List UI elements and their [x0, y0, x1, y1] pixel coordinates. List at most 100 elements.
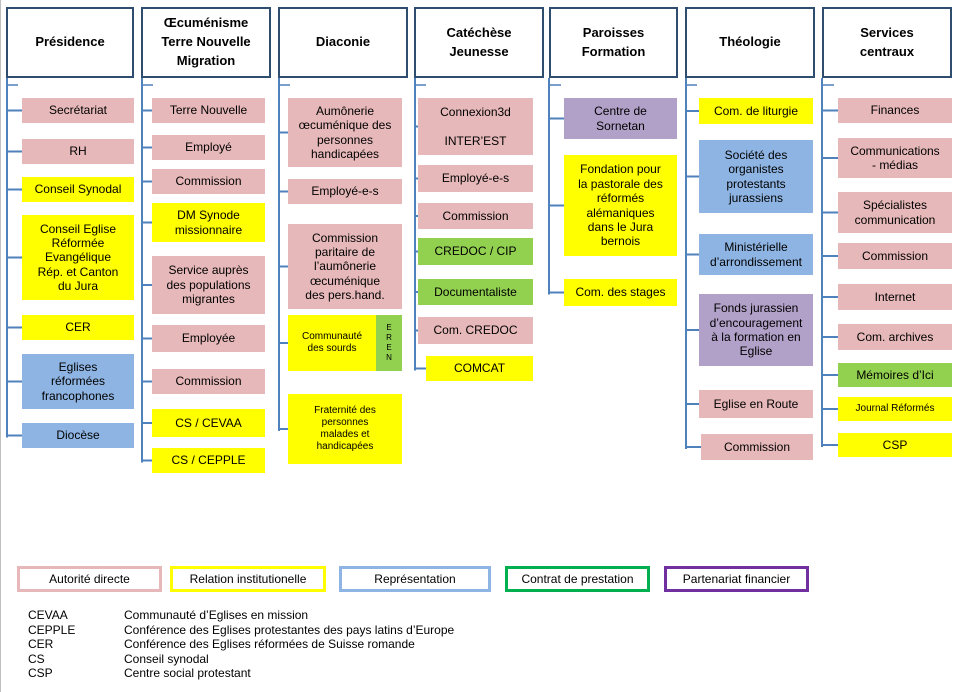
org-unit-box: Finances: [838, 98, 952, 123]
department-header: Paroisses Formation: [549, 7, 678, 78]
org-unit-box: Société des organistes protestants juras…: [699, 140, 813, 213]
org-unit-label: Communications - médias: [850, 143, 940, 172]
org-unit-label: Com. archives: [856, 329, 934, 344]
org-unit-box: Employé: [152, 135, 265, 160]
department-header: Catéchèse Jeunesse: [414, 7, 544, 78]
org-unit-label: CS / CEPPLE: [171, 453, 246, 468]
org-unit-box: CSP: [838, 433, 952, 457]
org-unit-label: Com. CREDOC: [433, 323, 518, 338]
abbreviation-row: CEVAA Communauté d’Eglises en mission: [28, 608, 454, 623]
org-unit-label: Com. de liturgie: [713, 103, 799, 118]
org-unit-box: Documentaliste: [418, 279, 533, 305]
abbreviation-row: CER Conférence des Eglises réformées de …: [28, 637, 454, 652]
org-unit-box: Employé-e-s: [418, 165, 533, 192]
legend-label: Relation institutionelle: [189, 572, 307, 586]
org-unit-box: Centre de Sornetan: [564, 98, 677, 139]
org-unit-label: Aumônerie œcuménique des personnes handi…: [298, 103, 392, 161]
department-title: Services centraux: [859, 24, 915, 59]
legend-item: Représentation: [339, 566, 491, 592]
org-unit-box: Com. de liturgie: [699, 98, 813, 124]
org-unit-label: CER: [65, 320, 91, 335]
legend-item: Autorité directe: [17, 566, 162, 592]
org-unit-label: Finances: [870, 103, 920, 118]
org-unit-box: Eglise en Route: [699, 390, 813, 418]
org-unit-label: Com. des stages: [575, 285, 666, 300]
org-unit-box: Spécialistes communication: [838, 192, 952, 233]
org-unit-box: Connexion3d INTER’EST: [418, 98, 533, 155]
org-unit-label: Employé-e-s: [311, 184, 379, 199]
side-label-letter: R: [386, 333, 392, 342]
org-unit-box: Com. CREDOC: [418, 317, 533, 344]
abbreviation-row: CSP Centre social protestant: [28, 666, 454, 681]
org-unit-box: Communications - médias: [838, 138, 952, 178]
org-unit-label: Commission: [175, 174, 242, 189]
legend-item: Partenariat financier: [664, 566, 809, 592]
org-unit-label: COMCAT: [453, 361, 506, 376]
org-unit-label: Employée: [181, 331, 236, 346]
org-unit-box: Fonds jurassien d’encouragement à la for…: [699, 294, 813, 366]
org-unit-box: CS / CEVAA: [152, 409, 265, 437]
org-unit-label: Secrétariat: [48, 103, 108, 118]
legend-item: Relation institutionelle: [170, 566, 326, 592]
legend-label: Représentation: [374, 572, 456, 586]
department-title: Paroisses Formation: [581, 24, 646, 59]
org-unit-label: CREDOC / CIP: [434, 244, 517, 259]
org-unit-label: Service auprès des populations migrantes: [166, 263, 251, 307]
org-unit-box: Commission: [838, 243, 952, 269]
org-unit-label: Journal Réformés: [855, 403, 935, 414]
department-header: Diaconie: [278, 7, 408, 78]
org-unit-box: Commission paritaire de l’aumônerie œcum…: [288, 224, 402, 309]
legend-label: Partenariat financier: [682, 572, 791, 586]
org-unit-box: Ministérielle d’arrondissement: [699, 234, 813, 275]
abbreviation-code: CS: [28, 651, 45, 666]
org-unit-box: DM Synode missionnaire: [152, 203, 265, 242]
abbreviation-list: CEVAA Communauté d’Eglises en mission CE…: [28, 608, 454, 681]
legend-item: Contrat de prestation: [505, 566, 650, 592]
abbreviation-text: Centre social protestant: [124, 666, 251, 681]
abbreviation-text: Conférence des Eglises réformées de Suis…: [124, 637, 415, 652]
org-unit-label: Diocèse: [56, 428, 100, 443]
org-unit-box: Employé-e-s: [288, 179, 402, 204]
org-unit-label: CSP: [882, 437, 908, 452]
org-unit-box: Secrétariat: [22, 98, 134, 123]
department-header: Services centraux: [822, 7, 952, 78]
org-unit-label: Employé-e-s: [441, 171, 510, 186]
org-unit-box: Com. des stages: [564, 279, 677, 306]
org-unit-label: Commission: [442, 208, 509, 223]
org-unit-label: Conseil Synodal: [34, 182, 122, 197]
org-unit-box: Employée: [152, 325, 265, 352]
org-unit-label: Ministérielle d’arrondissement: [709, 240, 803, 269]
org-unit-box: Service auprès des populations migrantes: [152, 256, 265, 314]
department-header: Théologie: [685, 7, 815, 78]
org-unit-label: Fonds jurassien d’encouragement à la for…: [709, 301, 803, 359]
department-title: Œcuménisme Terre Nouvelle Migration: [161, 15, 251, 68]
org-unit-label: Spécialistes communication: [854, 198, 936, 227]
abbreviation-code: CEPPLE: [28, 622, 76, 637]
abbreviation-row: CS Conseil synodal: [28, 652, 454, 667]
org-unit-label: Conseil Eglise Réformée Evangélique Rép.…: [37, 221, 119, 294]
org-unit-label: Commission: [723, 439, 790, 454]
abbreviation-text: Communauté d’Eglises en mission: [124, 608, 309, 622]
org-unit-box: CER: [22, 315, 134, 340]
org-unit-box: CREDOC / CIP: [418, 238, 533, 265]
org-unit-label: Fraternité des personnes malades et hand…: [314, 405, 376, 452]
abbreviation-text: Conseil synodal: [124, 651, 209, 666]
org-unit-box: COMCAT: [426, 356, 533, 381]
org-unit-label: Commission: [175, 374, 242, 389]
org-unit-label: Connexion3d INTER’EST: [440, 104, 511, 148]
org-unit-box: Diocèse: [22, 423, 134, 448]
org-unit-label: Employé: [185, 140, 232, 155]
org-unit-label: Terre Nouvelle: [169, 103, 248, 118]
org-unit-label: Mémoires d’Ici: [856, 367, 934, 382]
abbreviation-code: CSP: [28, 666, 53, 681]
department-header: Œcuménisme Terre Nouvelle Migration: [141, 7, 271, 78]
side-label-letter: N: [386, 353, 392, 362]
org-unit-label: Société des organistes protestants juras…: [724, 147, 788, 205]
org-unit-label: Internet: [874, 289, 916, 304]
org-unit-label: RH: [69, 144, 87, 159]
side-label-letter: E: [386, 343, 392, 352]
org-unit-label: Communauté des sourds: [301, 331, 363, 354]
